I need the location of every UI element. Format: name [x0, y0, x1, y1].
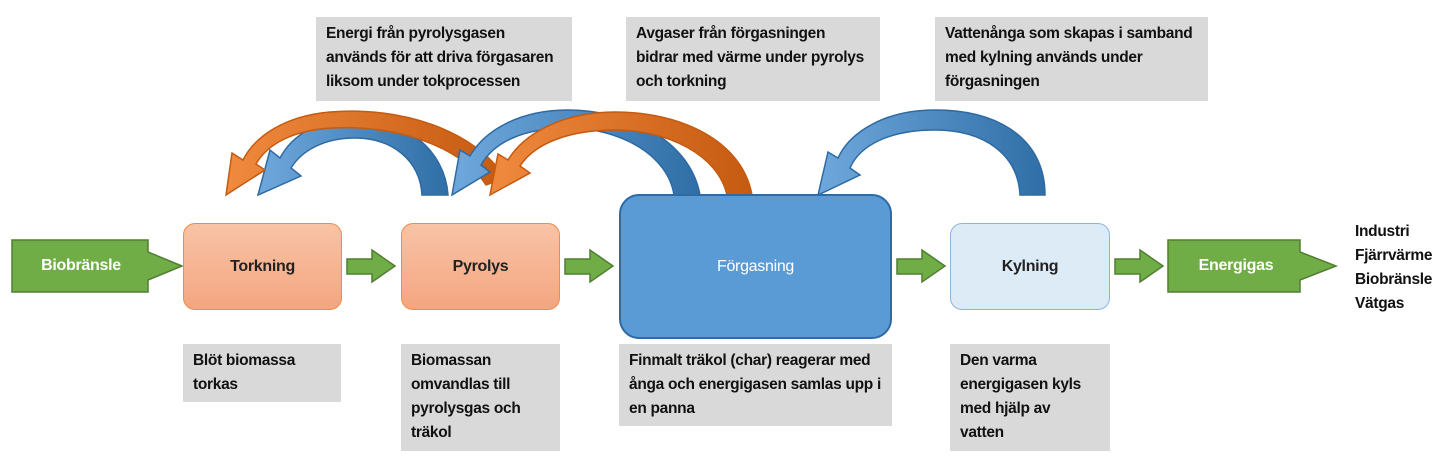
output-item: Industri: [1355, 223, 1410, 240]
process-torkning: Torkning: [183, 223, 342, 310]
output-item: Biobränsle: [1355, 271, 1433, 288]
note-vattenanga: Vattenånga som skapas i samband med kyln…: [935, 17, 1208, 101]
process-kylning: Kylning: [950, 223, 1110, 310]
process-pyrolys-label: Pyrolys: [452, 257, 509, 275]
curved-arrow-forgasning-to-torkning: [225, 110, 507, 197]
output-list: Industri Fjärrvärme Biobränsle Vätgas: [1355, 220, 1432, 316]
output-item: Fjärrvärme: [1355, 247, 1433, 264]
process-kylning-label: Kylning: [1001, 257, 1059, 275]
flow-arrow-forgasning-to-kylning: [896, 248, 947, 284]
note-torkning-description: Blöt biomassa torkas: [183, 344, 341, 402]
note-kylning-description: Den varma energigasen kyls med hjälp av …: [950, 344, 1110, 451]
flow-arrow-pyrolys-to-forgasning: [564, 248, 615, 284]
note-forgasning-description: Finmalt träkol (char) reagerar med ånga …: [619, 344, 892, 426]
curved-arrow-forgasning-orange-to-pyrolys: [488, 111, 753, 197]
process-forgasning: Förgasning: [619, 194, 892, 339]
flow-arrow-energigas-output: [1167, 239, 1339, 293]
flow-arrow-torkning-to-pyrolys: [346, 248, 397, 284]
note-avgaser-heat: Avgaser från förgasningen bidrar med vär…: [626, 17, 880, 101]
process-pyrolys: Pyrolys: [401, 223, 560, 310]
flow-arrow-biobransle-to-torkning: [11, 239, 184, 293]
process-forgasning-label: Förgasning: [716, 257, 795, 275]
flow-arrow-kylning-to-energigas: [1114, 248, 1165, 284]
note-pyrolysgas-energy: Energi från pyrolysgasen används för att…: [316, 17, 572, 101]
input-biobransle-label: Biobränsle: [41, 257, 121, 274]
output-item: Vätgas: [1355, 295, 1405, 312]
product-energigas-label: Energigas: [1198, 257, 1274, 274]
note-pyrolys-description: Biomassan omvandlas till pyrolysgas och …: [401, 344, 560, 451]
curved-arrow-kylning-to-forgasning: [816, 109, 1046, 197]
process-torkning-label: Torkning: [230, 257, 295, 275]
